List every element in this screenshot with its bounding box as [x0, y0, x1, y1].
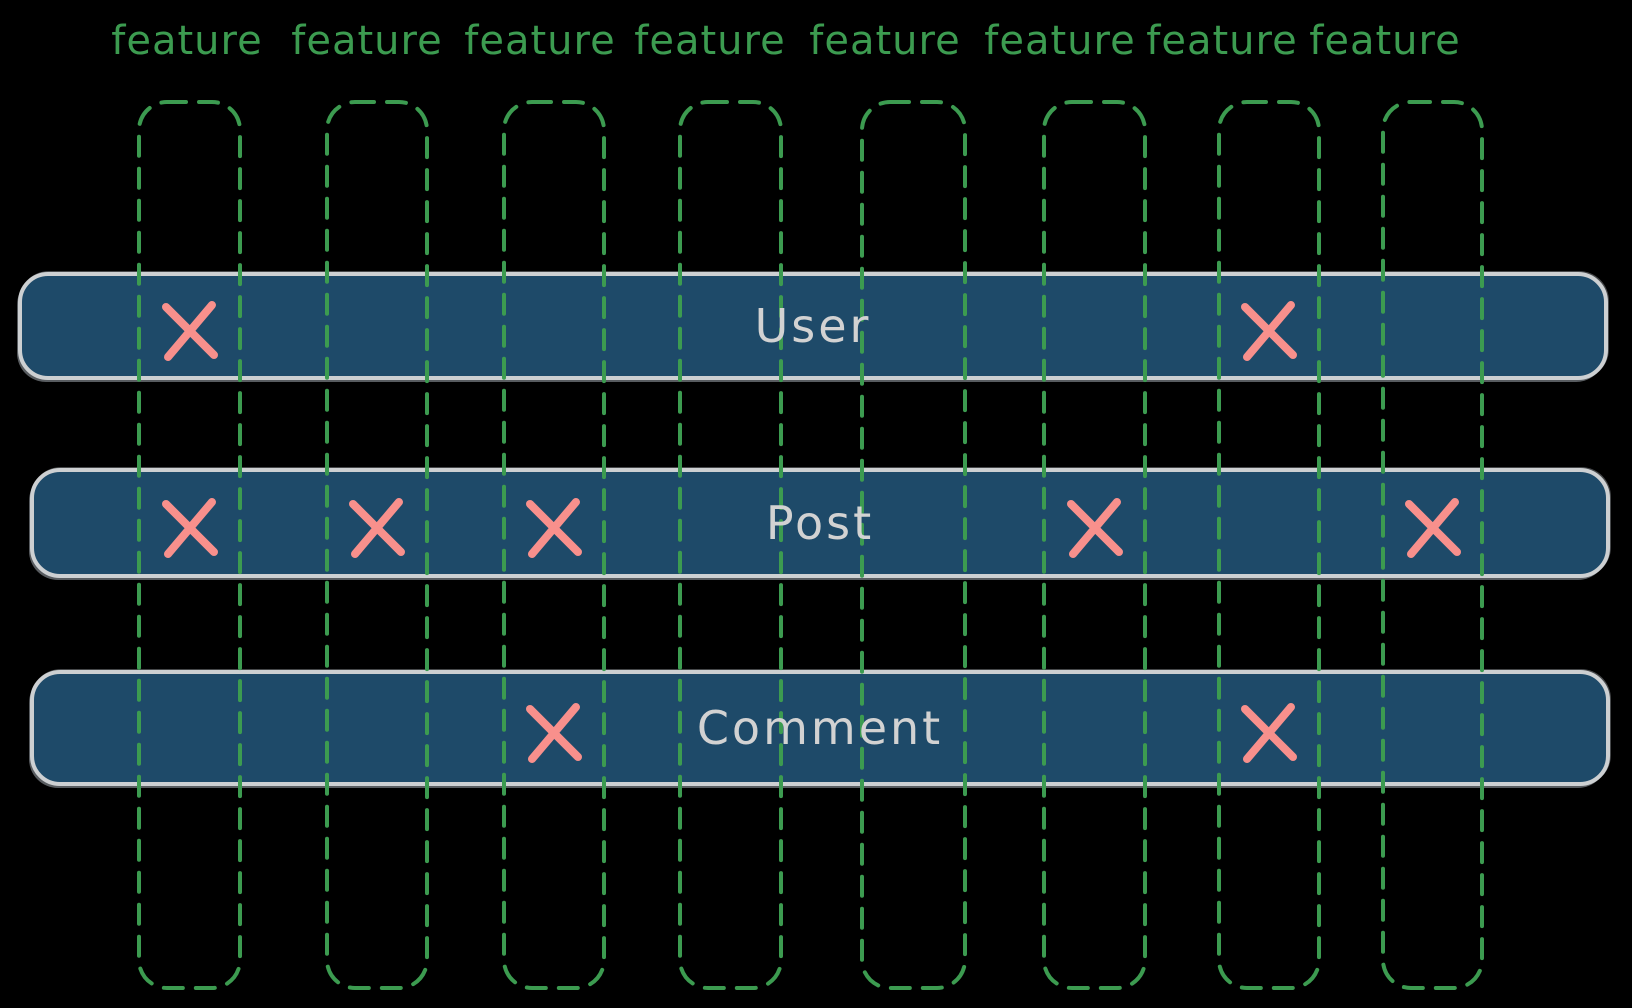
feature-column-outline [1217, 100, 1321, 990]
x-mark [1241, 301, 1297, 361]
feature-label: feature [1309, 18, 1461, 64]
entity-bar-user: User [18, 272, 1608, 380]
x-mark [161, 498, 218, 558]
feature-column-outline [860, 100, 967, 990]
entity-bar-comment: Comment [30, 670, 1610, 786]
x-mark [1241, 703, 1297, 763]
feature-label: feature [634, 18, 786, 64]
feature-label: feature [464, 18, 616, 64]
x-mark [526, 703, 582, 763]
feature-label: feature [984, 18, 1136, 64]
entity-label: Post [765, 496, 875, 550]
feature-label: feature [291, 18, 443, 64]
entity-bar-post: Post [30, 468, 1610, 578]
entity-label: User [754, 299, 872, 353]
x-mark [1066, 498, 1123, 558]
x-mark [349, 498, 405, 558]
feature-label: feature [809, 18, 961, 64]
x-mark [161, 301, 218, 361]
x-mark [526, 498, 582, 558]
x-mark [1404, 498, 1461, 558]
feature-label: feature [1146, 18, 1298, 64]
entity-label: Comment [696, 701, 944, 755]
feature-label: feature [111, 18, 263, 64]
